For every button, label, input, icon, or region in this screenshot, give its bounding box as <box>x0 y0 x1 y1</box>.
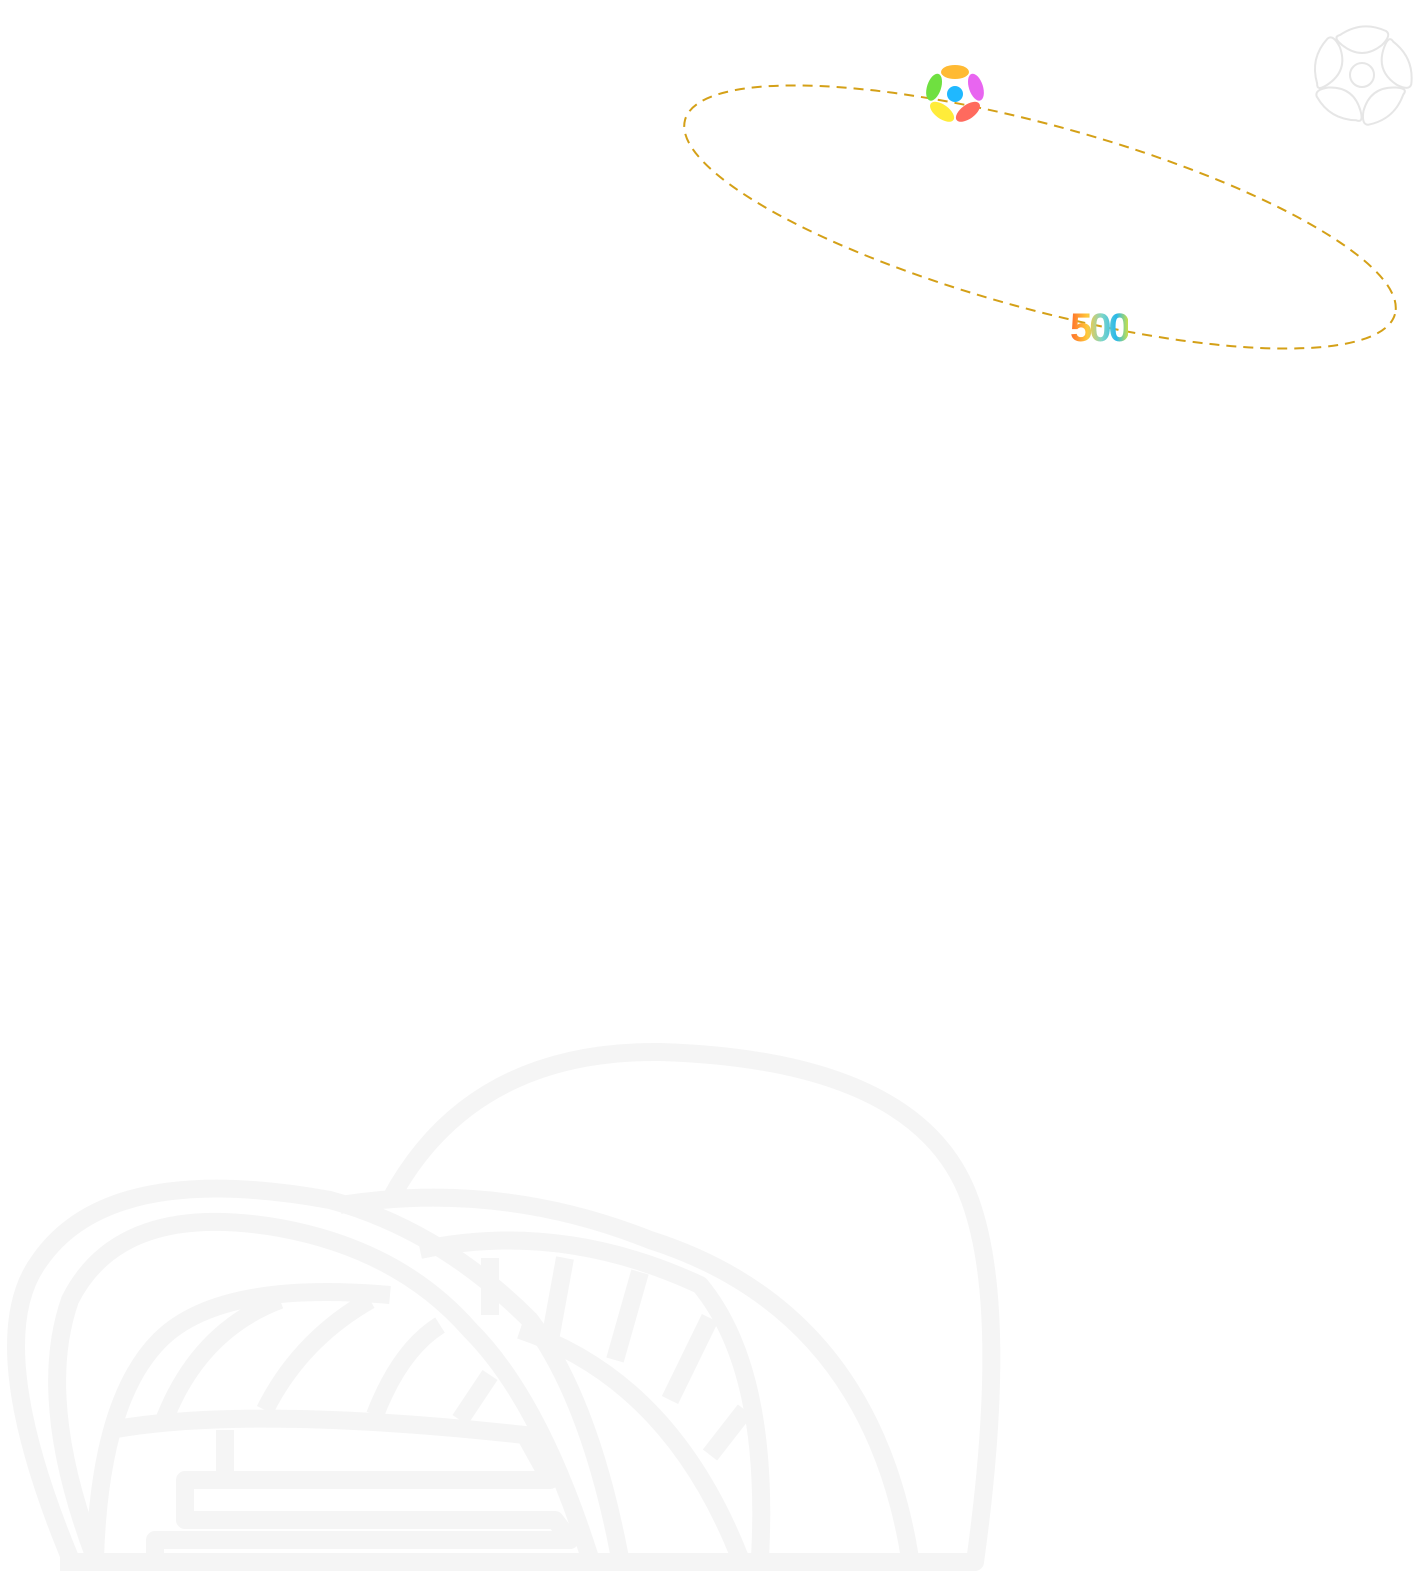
anniversary-500-logo: 500 <box>1070 306 1131 350</box>
stadium-building-illustration <box>7 1042 1001 1571</box>
orbit-dashed-ellipse <box>683 84 1397 350</box>
petal-logo-icon <box>926 65 984 122</box>
outline-petal-logo-icon <box>1314 25 1413 126</box>
